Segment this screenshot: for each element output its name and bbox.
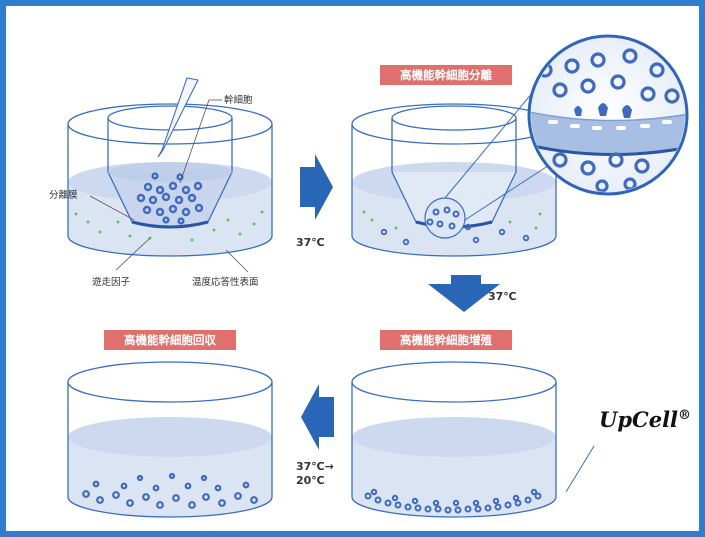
- stem-cell-label: 幹細胞: [224, 94, 253, 106]
- temp-step1: 37℃: [296, 236, 325, 249]
- label-stem-cell: 幹細胞: [179, 94, 253, 184]
- banner-separation: 高機能幹細胞分離: [380, 65, 512, 85]
- label-thermo-surface: 温度応答性表面: [192, 249, 259, 288]
- banner-proliferation: 高機能幹細胞増殖: [380, 330, 512, 350]
- brand-name: UpCell®: [599, 407, 691, 432]
- arrow-step1: 37℃: [296, 154, 333, 249]
- label-membrane: 分離膜: [49, 189, 135, 221]
- dish-recovery: [67, 361, 273, 518]
- membrane-label: 分離膜: [49, 189, 78, 201]
- arrow-step3: 37℃→ 20℃: [296, 384, 334, 487]
- migration-factor-label: 遊走因子: [92, 276, 131, 288]
- banner-recovery: 高機能幹細胞回収: [104, 330, 236, 350]
- magnified-view: [527, 34, 689, 196]
- banner-proliferation-text: 高機能幹細胞増殖: [400, 333, 492, 347]
- dish-proliferation: [351, 361, 557, 518]
- thermo-surface-label: 温度応答性表面: [192, 276, 259, 288]
- banner-recovery-text: 高機能幹細胞回収: [124, 333, 216, 347]
- dish-separation: [351, 85, 561, 257]
- temp-step2: 37℃: [488, 290, 517, 303]
- temp-step3-line2: 20℃: [296, 474, 325, 487]
- arrow-step2: 37℃: [428, 275, 517, 312]
- banner-separation-text: 高機能幹細胞分離: [400, 68, 492, 82]
- temp-step3-line1: 37℃→: [296, 460, 334, 473]
- label-migration-factor: 遊走因子: [92, 237, 151, 288]
- brand-upcell: UpCell®: [565, 407, 691, 493]
